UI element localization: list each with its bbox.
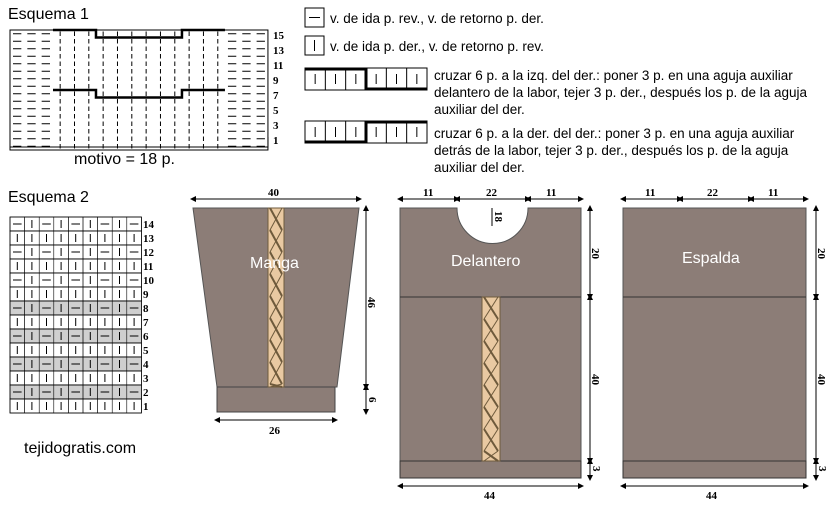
- delantero-neck-depth: 18: [492, 211, 504, 223]
- delantero-upper-height: 20: [589, 248, 601, 260]
- delantero-rib-height: 3: [590, 466, 602, 472]
- cable-twist: [483, 428, 499, 452]
- cable-twist: [269, 207, 283, 231]
- legend-cable-right-symbol: [304, 120, 428, 144]
- esquema2-title: Esquema 2: [8, 189, 89, 206]
- cable-cross-line: [52, 28, 225, 39]
- espalda-label: Espalda: [682, 250, 740, 267]
- espalda-shoulder-right: 11: [768, 187, 778, 199]
- manga-piece: Manga 40 46 6 26: [190, 187, 378, 437]
- manga-top-width: 40: [268, 187, 280, 199]
- e1-row-num: 11: [273, 60, 283, 72]
- manga-cable: [267, 207, 285, 388]
- e1-row-num: 15: [273, 30, 285, 42]
- cable-twist: [269, 251, 283, 275]
- e2-row-num: 3: [143, 373, 149, 385]
- manga-cuff-height: 6: [366, 397, 378, 403]
- e1-row-num: 5: [273, 105, 279, 117]
- espalda-width: 44: [706, 490, 718, 502]
- e1-grid-frame: [9, 29, 269, 151]
- esquema2-chart: 14 13 12 11 10 9 8 7 6 5 4 3 2 1: [9, 216, 155, 414]
- espalda-piece: Espalda 11 22 11 20 40 3 44: [620, 187, 828, 502]
- cable-twist: [483, 340, 499, 364]
- legend-knit-symbol: [304, 35, 325, 56]
- delantero-lower-height: 40: [589, 374, 601, 386]
- e2-row-num: 7: [143, 317, 149, 329]
- espalda-rib-height: 3: [816, 466, 828, 472]
- manga-height: 46: [365, 297, 377, 309]
- delantero-piece: Delantero 11 22 11 18 20 40 3 44: [397, 187, 602, 502]
- e1-row-num: 7: [273, 90, 279, 102]
- e2-row-num: 14: [143, 219, 155, 231]
- espalda-neck-width: 22: [707, 187, 719, 199]
- espalda-rib: [622, 460, 807, 479]
- delantero-shoulder-right: 11: [546, 187, 556, 199]
- e2-row-num: 5: [143, 345, 149, 357]
- legend-purl-text: v. de ida p. rev., v. de retorno p. der.: [330, 11, 544, 26]
- espalda-body: [622, 207, 807, 479]
- cable-twist: [269, 295, 283, 319]
- espalda-lower-height: 40: [815, 374, 827, 386]
- e2-row-num: 1: [143, 401, 149, 413]
- cable-twist: [483, 450, 499, 462]
- legend-cable-left-symbol: [304, 67, 428, 91]
- e1-row-num: 13: [273, 45, 285, 57]
- delantero-width: 44: [484, 490, 496, 502]
- cable-twist: [269, 273, 283, 297]
- e2-row-num: 13: [143, 233, 155, 245]
- e2-row-num: 10: [143, 275, 155, 287]
- delantero-neck-width: 22: [486, 187, 498, 199]
- cable-twist: [269, 361, 283, 385]
- e2-cell: [126, 398, 142, 414]
- cable-twist: [483, 384, 499, 408]
- cable-twist: [483, 296, 499, 320]
- legend-cable-right-text: cruzar 6 p. a la der. del der.: poner 3 …: [434, 126, 795, 175]
- e2-row-num: 4: [143, 359, 149, 371]
- motif-label: motivo = 18 p.: [74, 151, 175, 168]
- e1-row-num: 9: [273, 75, 279, 87]
- cable-twist: [269, 339, 283, 363]
- e2-row-num: 6: [143, 331, 149, 343]
- cable-twist: [483, 318, 499, 342]
- cable-twist: [483, 406, 499, 430]
- cable-twist: [483, 362, 499, 386]
- espalda-shoulder-left: 11: [645, 187, 655, 199]
- legend-cable-left-text: cruzar 6 p. a la izq. del der.: poner 3 …: [434, 68, 808, 117]
- e1-row-num: 3: [273, 120, 279, 132]
- cable-twist: [269, 317, 283, 341]
- e2-row-num: 8: [143, 303, 149, 315]
- e2-row-num: 9: [143, 289, 149, 301]
- manga-bottom-width: 26: [269, 425, 281, 437]
- manga-cuff: [216, 386, 336, 413]
- esquema1-title: Esquema 1: [8, 6, 89, 23]
- cable-cross-line: [52, 88, 225, 99]
- e2-row-num: 11: [143, 261, 153, 273]
- cable-twist: [269, 229, 283, 253]
- website-label: tejidogratis.com: [24, 440, 137, 457]
- manga-label: Manga: [250, 255, 299, 272]
- delantero-shoulder-left: 11: [423, 187, 433, 199]
- legend-knit-text: v. de ida p. der., v. de retorno p. rev.: [330, 39, 544, 54]
- cable-twist: [269, 383, 283, 388]
- e2-row-num: 12: [143, 247, 155, 259]
- e1-row-num: 1: [273, 135, 279, 147]
- delantero-rib: [399, 460, 582, 479]
- espalda-upper-height: 20: [815, 248, 827, 260]
- delantero-label: Delantero: [451, 253, 520, 270]
- esquema1-chart: 15 13 11 9 7 5 3 1: [9, 28, 285, 151]
- legend-purl-symbol: [304, 7, 325, 28]
- delantero-cable: [481, 296, 501, 462]
- motif-bracket: [9, 137, 269, 148]
- e2-row-num: 2: [143, 387, 149, 399]
